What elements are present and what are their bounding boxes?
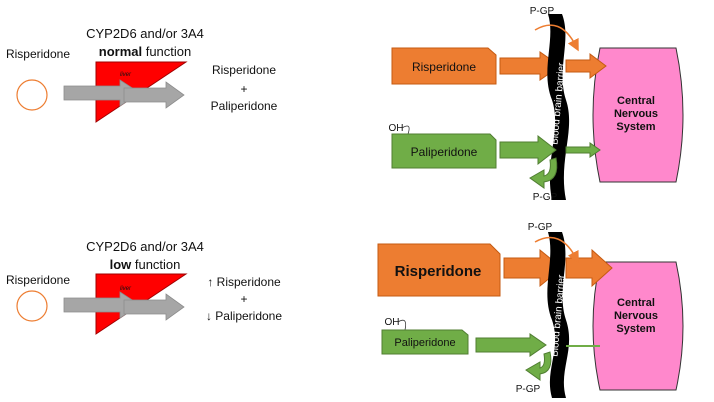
top-product-2: Paliperidone [211,99,278,113]
bottom-liver-label: liver [120,286,132,292]
top-bbb-panel: Central Nervous System Risperidone Blood… [389,6,684,203]
bottom-enzyme-line1: CYP2D6 and/or 3A4 [86,239,204,254]
top-cns-line2: Nervous [614,108,658,120]
bottom-pgp-top-label: P-GP [528,222,553,233]
top-pgp-top-arrow [534,24,579,52]
top-risperidone-arrow-cns [565,53,607,79]
top-drug-circle [16,79,48,111]
bottom-paliperidone-box [381,329,469,355]
top-enzyme-line1: CYP2D6 and/or 3A4 [86,26,204,41]
top-plus: + [240,82,247,96]
bottom-cns-line1: Central [617,297,655,309]
bottom-plus: + [240,292,247,306]
bottom-oh-bond [397,319,407,331]
bottom-pgp-top-arrow [534,236,579,264]
bottom-bbb-panel: Central Nervous System Risperidone Blood… [377,222,684,398]
top-paliperidone-arrow-cns [565,142,601,158]
bottom-oh-label: OH [385,317,400,328]
bottom-product-1: ↑ Risperidone [207,275,281,289]
top-paliperidone-arrow-in [499,134,557,166]
bottom-metabolism-arrow-2 [123,293,185,321]
top-cns-shape [592,47,684,183]
top-risperidone-box-label: Risperidone [412,60,476,74]
top-enzyme-bold: normal [99,44,142,59]
bottom-risperidone-box-label: Risperidone [395,263,482,280]
bottom-metabolism-panel: Risperidone CYP2D6 and/or 3A4 low functi… [6,239,282,335]
top-pgp-bottom-label: P-GP [533,192,558,203]
top-liver-label: liver [120,72,132,78]
top-oh-bond [401,125,410,135]
top-cns-line1: Central [617,95,655,107]
bottom-cns-line3: System [616,323,655,335]
bottom-product-2: ↓ Paliperidone [206,309,282,323]
top-paliperidone-box-label: Paliperidone [411,145,478,159]
top-cns-line3: System [616,121,655,133]
top-enzyme-suffix: function [142,44,191,59]
top-drug-label: Risperidone [6,47,70,61]
top-pgp-top-label: P-GP [530,6,555,17]
bottom-barrier [547,232,570,398]
bottom-cns-line2: Nervous [614,310,658,322]
top-paliperidone-box [391,133,497,169]
top-barrier [547,14,570,200]
top-risperidone-box [391,47,497,85]
top-oh-label: OH [389,123,404,134]
bottom-cns-shape [592,261,684,391]
top-product-1: Risperidone [212,63,276,77]
bottom-drug-circle [16,290,48,322]
top-enzyme-line2: normal function [99,44,192,59]
bottom-enzyme-line2: low function [110,257,181,272]
top-pgp-bottom-arrow [529,157,558,189]
bottom-paliperidone-arrow-in [475,333,547,357]
bottom-enzyme-suffix: function [131,257,180,272]
bottom-risperidone-box [377,243,501,297]
top-metabolism-arrow-2 [123,81,185,109]
bottom-pgp-bottom-arrow [525,351,552,381]
top-metabolism-panel: Risperidone CYP2D6 and/or 3A4 normal fun… [6,26,278,123]
bottom-paliperidone-box-label: Paliperidone [394,337,455,349]
bottom-drug-label: Risperidone [6,273,70,287]
bottom-pgp-bottom-label: P-GP [516,384,541,395]
bottom-enzyme-bold: low [110,257,133,272]
